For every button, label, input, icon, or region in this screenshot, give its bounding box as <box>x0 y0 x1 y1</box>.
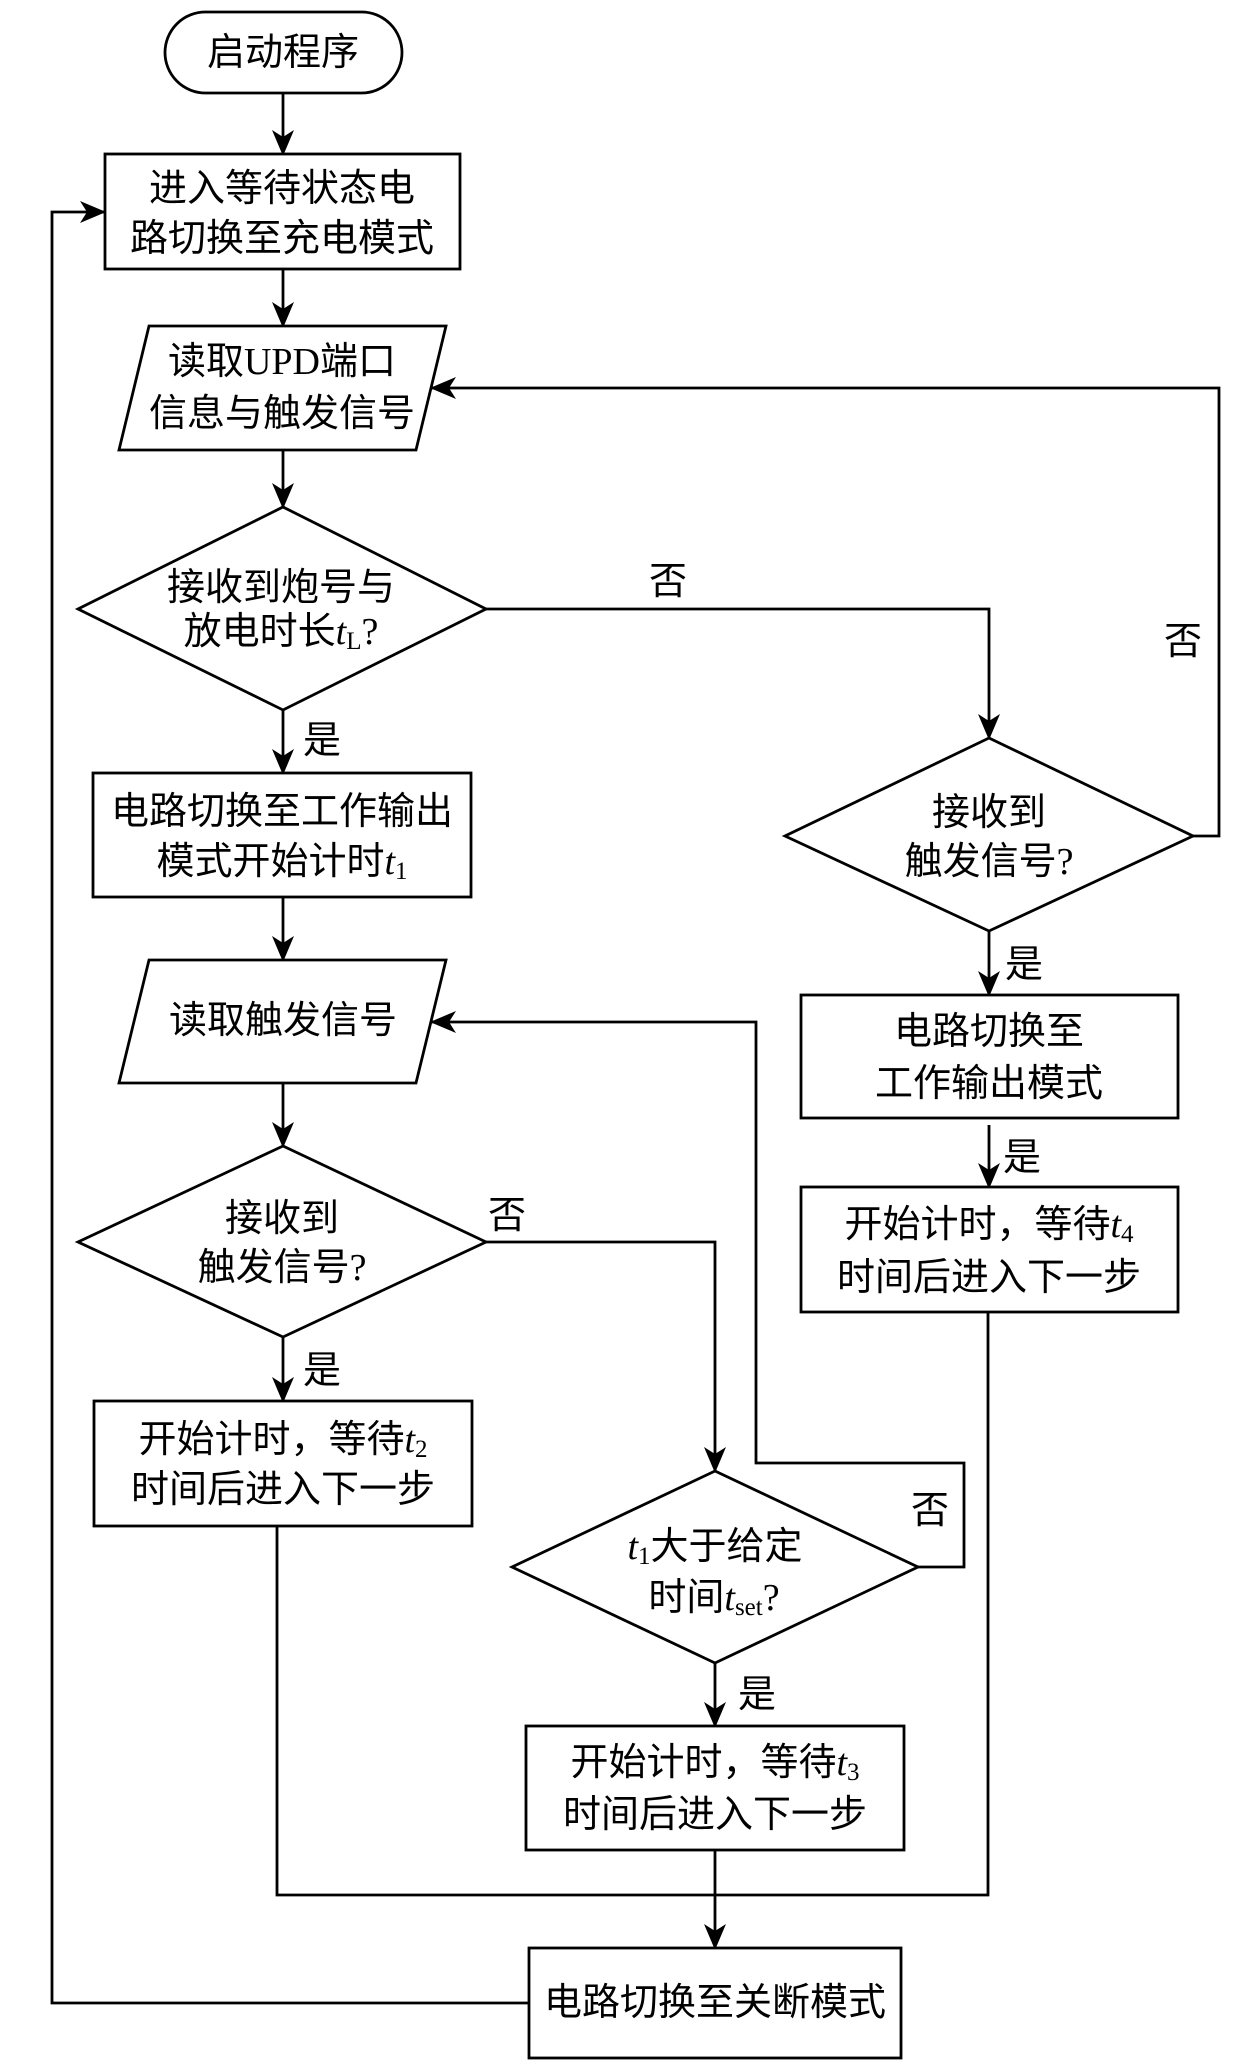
variable: t <box>1110 1204 1122 1246</box>
node-check-trigger-right-line-2: 触发信号? <box>905 841 1074 883</box>
node-wait-t3: 开始计时，等待t3 时间后进入下一步 <box>524 1724 906 1852</box>
line-text: 开始计时，等待 <box>570 1742 836 1784</box>
decision-diamond <box>508 1469 922 1665</box>
node-switch-output-line-1: 电路切换至 <box>894 1011 1084 1053</box>
subscript: L <box>346 628 361 655</box>
node-shutdown: 电路切换至关断模式 <box>527 1946 903 2060</box>
node-wait-charge: 进入等待状态电 路切换至充电模式 <box>103 152 462 271</box>
line-text: 开始计时，等待 <box>844 1204 1110 1246</box>
subscript: 4 <box>1121 1221 1134 1248</box>
edge-check-trigger-right-no <box>430 377 1221 838</box>
node-shutdown-line-1: 电路切换至关断模式 <box>544 1982 886 2024</box>
line-text: 模式开始计时 <box>156 841 384 883</box>
node-check-shot-line-2: 放电时长tL? <box>184 611 379 655</box>
node-read-upd-line-2: 信息与触发信号 <box>149 393 415 435</box>
node-check-tset: t1大于给定 时间tset? <box>508 1469 922 1665</box>
input-output-parallelogram <box>117 324 448 452</box>
node-wait-t2: 开始计时，等待t2 时间后进入下一步 <box>92 1399 474 1528</box>
node-check-shot-line-1: 接收到炮号与 <box>167 567 395 609</box>
node-wait-t3-line-1: 开始计时，等待t3 <box>570 1742 859 1786</box>
node-check-trigger-right-line-1: 接收到 <box>932 792 1046 834</box>
edge-check-shot-no <box>486 607 1000 740</box>
process-box <box>524 1724 906 1852</box>
variable: t <box>836 1742 848 1784</box>
node-read-trigger-line-1: 读取触发信号 <box>169 1000 397 1042</box>
node-start-line-1: 启动程序 <box>207 32 359 74</box>
node-check-tset-line-1: t1大于给定 <box>627 1526 802 1570</box>
node-wait-t3-line-2: 时间后进入下一步 <box>563 1794 867 1836</box>
variable: t <box>404 1419 416 1461</box>
node-switch-output-timer: 电路切换至工作输出 模式开始计时t1 <box>91 771 473 899</box>
node-switch-output: 电路切换至 工作输出模式 <box>799 993 1180 1120</box>
edge-label-check-trigger-left-no: 否 <box>488 1195 526 1237</box>
edge-label-check-trigger-right-yes: 是 <box>1005 944 1043 986</box>
variable: t <box>384 841 396 883</box>
edge-check-trigger-left-no <box>486 1240 726 1473</box>
line-suffix: ? <box>361 611 378 653</box>
decision-diamond <box>74 1144 490 1339</box>
subscript: 2 <box>415 1436 428 1463</box>
line-text: 时间 <box>648 1577 724 1619</box>
input-output-parallelogram <box>117 958 448 1085</box>
subscript: 1 <box>638 1543 651 1570</box>
subscript: set <box>735 1594 763 1621</box>
edge-label-check-trigger-right-no: 否 <box>1164 621 1202 663</box>
node-wait-t2-line-2: 时间后进入下一步 <box>131 1469 435 1511</box>
node-check-trigger-left: 接收到 触发信号? <box>74 1144 490 1339</box>
node-switch-output-timer-line-1: 电路切换至工作输出 <box>111 791 453 833</box>
process-box <box>103 152 462 271</box>
node-switch-output-line-2: 工作输出模式 <box>875 1063 1103 1105</box>
node-check-trigger-left-line-1: 接收到 <box>225 1198 339 1240</box>
node-start: 启动程序 <box>163 10 404 95</box>
decision-diamond <box>74 505 490 712</box>
process-box <box>91 771 473 899</box>
process-box <box>799 993 1180 1120</box>
process-box <box>92 1399 474 1528</box>
edge-shutdown-loop-to-wait-charge <box>50 201 529 2005</box>
variable: t <box>724 1577 736 1619</box>
edge-label-check-trigger-left-yes: 是 <box>303 1350 341 1392</box>
edge-label-check-tset-yes: 是 <box>738 1674 776 1716</box>
edge-wait-t2-to-merge <box>275 1526 715 1897</box>
node-wait-t4: 开始计时，等待t4 时间后进入下一步 <box>799 1185 1180 1314</box>
variable: t <box>627 1526 639 1568</box>
line-text: 放电时长 <box>184 611 336 653</box>
edge-wait-t4-to-merge <box>715 1312 990 1897</box>
node-check-shot: 接收到炮号与 放电时长tL? <box>74 505 490 712</box>
node-wait-t2-line-1: 开始计时，等待t2 <box>138 1419 427 1463</box>
edge-check-tset-no <box>430 1011 966 1569</box>
variable: t <box>336 611 348 653</box>
terminal-shape <box>163 10 404 95</box>
node-wait-t4-line-2: 时间后进入下一步 <box>837 1257 1141 1299</box>
node-read-upd: 读取UPD端口 信息与触发信号 <box>117 324 448 452</box>
node-check-tset-line-2: 时间tset? <box>648 1577 779 1621</box>
subscript: 3 <box>847 1759 860 1786</box>
node-read-trigger: 读取触发信号 <box>117 958 448 1085</box>
node-wait-charge-line-2: 路切换至充电模式 <box>130 218 434 260</box>
line-suffix: 大于给定 <box>651 1526 803 1568</box>
node-wait-charge-line-1: 进入等待状态电 <box>149 168 415 210</box>
edge-label-switch-output-yes: 是 <box>1003 1137 1041 1179</box>
node-switch-output-timer-line-2: 模式开始计时t1 <box>156 841 407 885</box>
node-check-trigger-right: 接收到 触发信号? <box>781 736 1197 933</box>
edge-label-check-shot-yes: 是 <box>303 720 341 762</box>
node-read-upd-line-1: 读取UPD端口 <box>168 341 396 383</box>
subscript: 1 <box>395 858 408 885</box>
process-box <box>527 1946 903 2060</box>
line-text: 开始计时，等待 <box>138 1419 404 1461</box>
node-check-trigger-left-line-2: 触发信号? <box>198 1247 367 1289</box>
line-suffix: ? <box>763 1577 780 1619</box>
edge-label-check-tset-no: 否 <box>911 1490 949 1532</box>
node-wait-t4-line-1: 开始计时，等待t4 <box>844 1204 1134 1248</box>
edge-label-check-shot-no: 否 <box>649 561 687 603</box>
decision-diamond <box>781 736 1197 933</box>
process-box <box>799 1185 1180 1314</box>
